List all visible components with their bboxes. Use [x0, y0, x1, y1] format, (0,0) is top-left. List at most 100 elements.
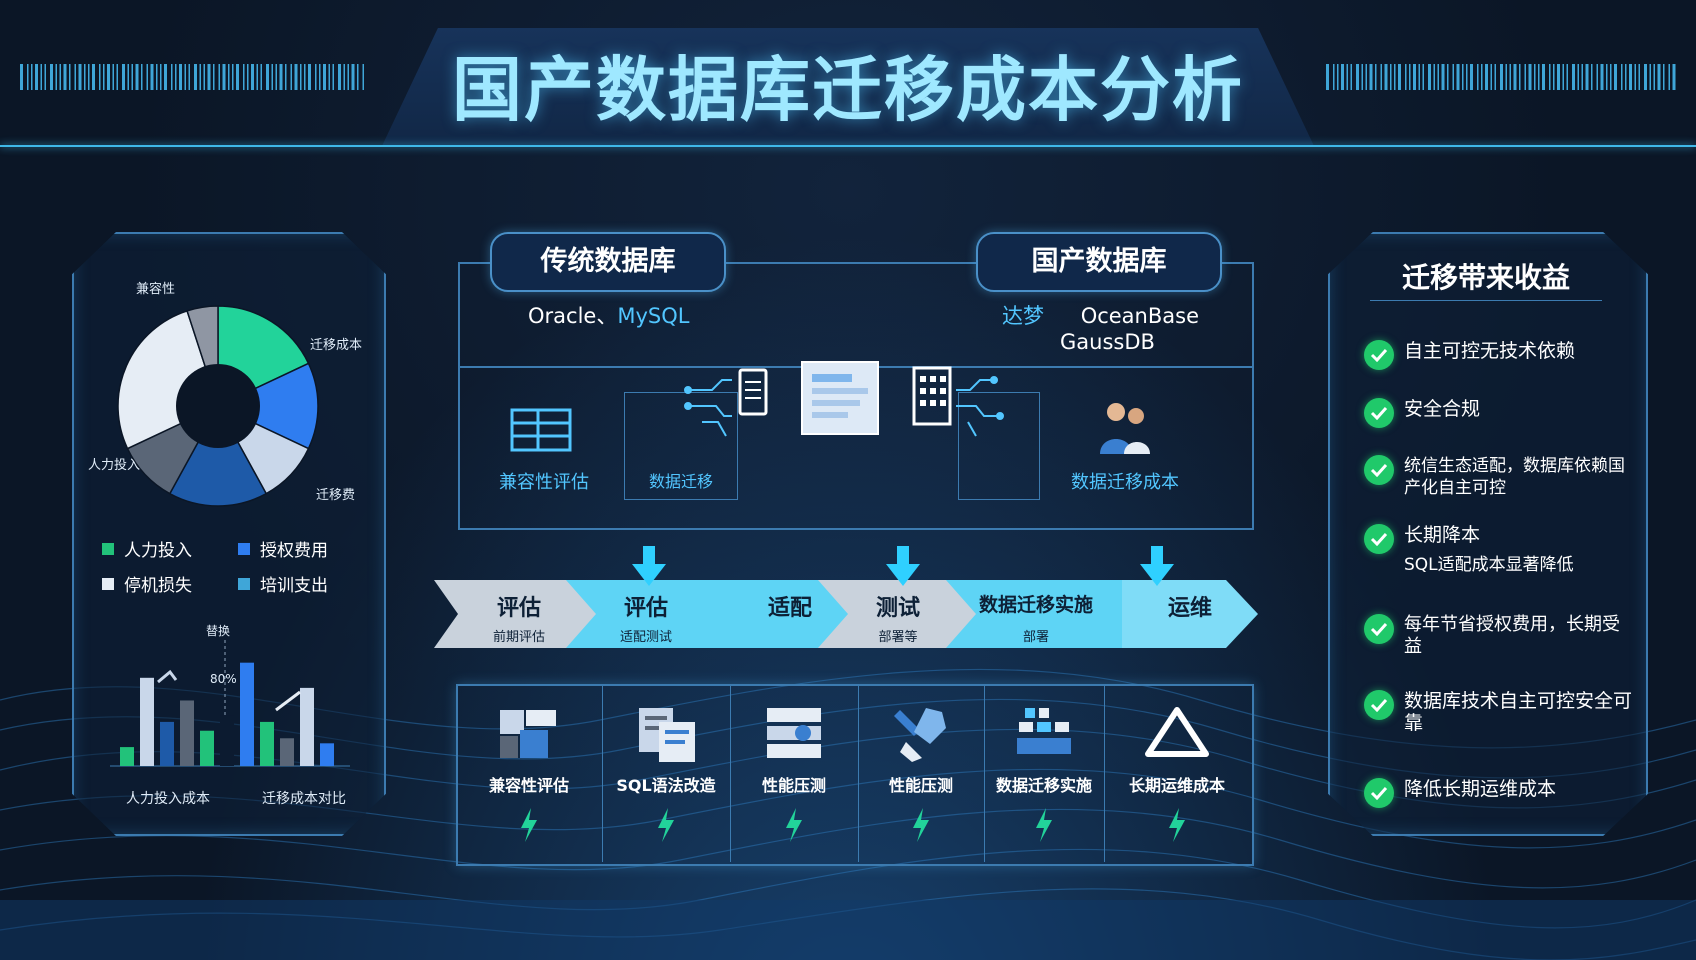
bar-10 — [320, 743, 334, 766]
cost-item-migration: 数据迁移实施 — [984, 684, 1105, 862]
stage-label-test: 测试 — [875, 596, 920, 621]
legend-swatch-labor — [102, 542, 114, 555]
legend-swatch-downtime — [102, 577, 114, 590]
stage-shape-evaluate-2 — [566, 580, 726, 648]
bar-4 — [200, 730, 214, 766]
legend-label-license: 授权费用 — [260, 541, 328, 561]
cycle-icon — [1145, 707, 1209, 757]
bar-9 — [300, 687, 314, 766]
down-arrow-2 — [886, 546, 920, 586]
cost-item-performance-1: 性能压测 — [730, 684, 859, 862]
legend-swatch-training — [238, 577, 250, 590]
cost-item-label: 数据迁移实施 — [995, 776, 1092, 795]
legend-training: 培训支出 — [238, 571, 328, 596]
stage-sub-evaluate-2: 适配测试 — [619, 630, 672, 645]
cost-item-sql: SQL语法改造 — [602, 684, 731, 862]
donut-segment-d — [168, 404, 268, 507]
domestic-db-title: 国产数据库 — [976, 232, 1222, 292]
traditional-db-plain: Oracle、 — [528, 304, 618, 328]
cost-item-performance-2: 性能压测 — [858, 684, 985, 862]
bar-label-bottom-left: 人力投入成本 — [126, 791, 210, 807]
cost-item-label: 性能压测 — [888, 776, 953, 795]
process-stage-migrate: 数据迁移实施 部署 — [946, 580, 1126, 648]
traditional-db-highlight: MySQL — [617, 304, 690, 328]
benefit-item: 自主可控无技术依赖 — [1364, 340, 1634, 370]
bar-1 — [140, 677, 154, 766]
cost-item-compatibility: 兼容性评估 — [456, 684, 603, 862]
benefit-text: 每年节省授权费用，长期受益 — [1404, 614, 1620, 657]
table-grid-icon — [510, 408, 572, 452]
bolt-icon — [521, 808, 537, 842]
benefits-divider — [1370, 300, 1602, 301]
stage-label-migrate: 数据迁移实施 — [978, 594, 1093, 616]
benefit-item: 每年节省授权费用，长期受益 — [1364, 614, 1634, 658]
bolt-icon — [658, 808, 674, 842]
donut-label-compatibility: 兼容性 — [136, 282, 176, 297]
bar-label-pct: 80% — [210, 672, 237, 686]
donut-label-migration-fee: 迁移费 — [316, 488, 356, 503]
caption-migration-cost: 数据迁移成本 — [1071, 472, 1179, 493]
legend-label-downtime: 停机损失 — [124, 576, 192, 596]
check-icon — [1364, 455, 1394, 485]
caption-data-migration: 数据迁移 — [648, 472, 713, 491]
down-arrow-3 — [1140, 546, 1174, 586]
stage-sub-migrate: 部署 — [1022, 630, 1049, 645]
legend-label-training: 培训支出 — [260, 576, 328, 596]
bolt-icon — [786, 808, 802, 842]
legend-label-labor: 人力投入 — [124, 541, 192, 561]
benefit-text: 安全合规 — [1404, 398, 1481, 420]
cost-donut-chart — [117, 305, 319, 507]
stage-shape-migrate — [946, 580, 1126, 648]
cost-item-label: 长期运维成本 — [1128, 776, 1225, 795]
check-icon — [1364, 690, 1394, 720]
bar-6 — [240, 662, 254, 766]
benefit-item: 数据库技术自主可控安全可靠 — [1364, 690, 1634, 734]
bar-0 — [120, 747, 134, 766]
benefit-text: 自主可控无技术依赖 — [1404, 340, 1576, 362]
check-icon — [1364, 778, 1394, 808]
caption-compatibility: 兼容性评估 — [499, 472, 589, 493]
trend-arrow-right — [275, 690, 301, 712]
bar-8 — [280, 738, 294, 766]
bolt-icon — [1169, 808, 1185, 842]
donut-segment-b — [216, 362, 319, 450]
building-box — [958, 392, 1040, 500]
process-stage-evaluate-2: 评估 适配测试 — [566, 580, 726, 648]
check-icon — [1364, 524, 1394, 554]
benefit-item: 安全合规 — [1364, 398, 1634, 428]
people-icon — [1100, 403, 1150, 454]
puzzle-icon — [500, 710, 556, 758]
donut-label-labor: 人力投入 — [88, 458, 141, 473]
bar-5 — [220, 715, 234, 766]
trend-arrow-left — [157, 669, 178, 684]
barcode-right-decoration — [1326, 64, 1676, 90]
domestic-db-highlight: 达梦 — [1002, 304, 1044, 328]
stage-sub-test: 部署等 — [878, 630, 918, 645]
stage-label-ops: 运维 — [1167, 596, 1212, 621]
title-banner — [382, 28, 1314, 146]
check-icon — [1364, 340, 1394, 370]
data-blocks-icon — [1017, 708, 1071, 754]
bolt-icon — [1036, 808, 1052, 842]
bolt-icon — [913, 808, 929, 842]
legend-license: 授权费用 — [238, 536, 328, 561]
benefit-text: 降低长期运维成本 — [1404, 778, 1557, 800]
document-icon — [639, 708, 695, 762]
cost-items-frame — [456, 684, 1254, 866]
stage-shape-test — [818, 580, 978, 648]
cost-item-label: 兼容性评估 — [488, 776, 569, 795]
check-icon — [1364, 614, 1394, 644]
cost-item-label: SQL语法改造 — [616, 776, 716, 795]
donut-label-migration-cost: 迁移成本 — [310, 338, 363, 353]
check-icon — [1364, 398, 1394, 428]
legend-swatch-license — [238, 542, 250, 555]
benefit-text: 统信生态适配，数据库依赖国产化自主可控 — [1404, 456, 1625, 498]
stage-shape-evaluate — [434, 580, 604, 648]
stage-label-evaluate: 评估 — [496, 596, 541, 621]
cost-item-label: 性能压测 — [761, 776, 826, 795]
domestic-db-names-line2: GaussDB — [1060, 330, 1155, 354]
domestic-db-names: 达梦 OceanBase — [1002, 300, 1199, 330]
header-divider — [0, 145, 1696, 147]
stage-shape-adapt — [720, 580, 860, 648]
bar-label-top: 替换 — [206, 624, 231, 638]
